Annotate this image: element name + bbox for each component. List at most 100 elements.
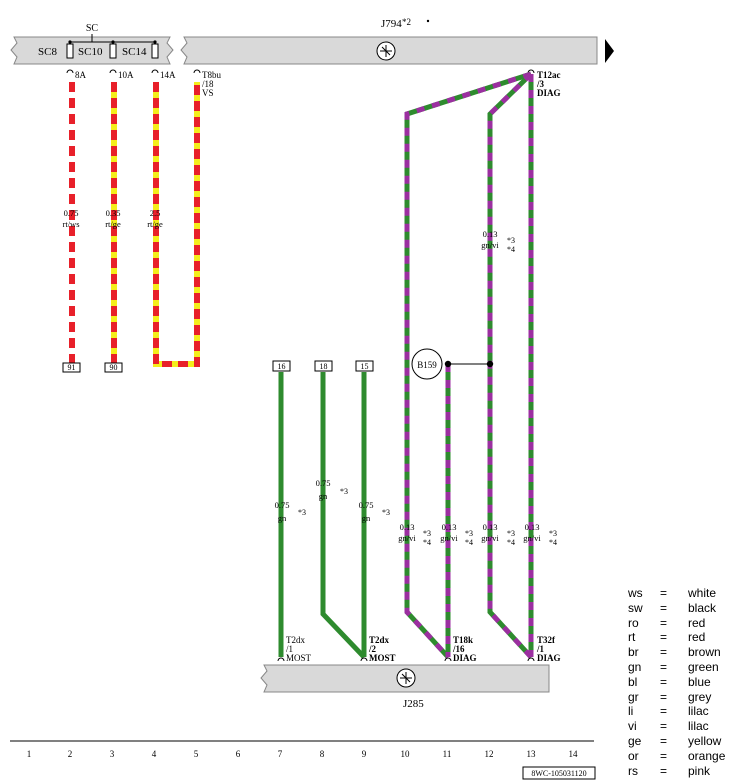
svg-text:7: 7: [278, 749, 283, 759]
legend-code: li: [628, 704, 634, 719]
legend-color: lilac: [688, 704, 709, 719]
fuse-group-label: SC: [86, 23, 99, 34]
svg-text:gn/vi: gn/vi: [398, 533, 416, 543]
svg-text:14: 14: [569, 749, 579, 759]
svg-text:18: 18: [320, 362, 328, 371]
svg-text:MOST: MOST: [369, 653, 396, 663]
svg-text:*3: *3: [423, 529, 431, 538]
pin-signal-t8bu: VS: [202, 88, 214, 98]
svg-text:15: 15: [361, 362, 369, 371]
svg-text:gn/vi: gn/vi: [481, 240, 499, 250]
reference-boxes: 91 90 16 18 15: [62, 360, 374, 373]
svg-text:5: 5: [194, 749, 199, 759]
pin-label-10a: 10A: [118, 70, 134, 80]
fuse-sc10-label: SC10: [78, 46, 103, 58]
svg-text:*3: *3: [507, 236, 515, 245]
svg-text:*3: *3: [549, 529, 557, 538]
doc-id-box: [522, 766, 596, 780]
svg-text:0.13: 0.13: [483, 229, 498, 239]
svg-text:0.13: 0.13: [442, 522, 457, 532]
top-pin-connectors: [66, 69, 535, 74]
control-unit-top-note: *2: [402, 17, 411, 27]
svg-text:4: 4: [152, 749, 157, 759]
doc-id: 8WC-105031120: [531, 769, 586, 778]
legend-code: sw: [628, 600, 643, 615]
svg-text:/2: /2: [368, 644, 377, 654]
svg-text:T32f: T32f: [537, 635, 556, 645]
bottom-pin-connectors: [277, 657, 535, 662]
svg-text:0.75: 0.75: [64, 208, 79, 218]
legend-row: gn=green: [628, 659, 719, 674]
legend-code: bl: [628, 674, 638, 689]
svg-text:gn/vi: gn/vi: [523, 533, 541, 543]
legend-row: br=brown: [628, 645, 721, 660]
legend-row: ro=red: [628, 615, 706, 630]
legend-code: ro: [628, 615, 639, 630]
wire-notes: *3*4 *3 *3 *3 *3*4 *3*4 *3*4 *3*4: [298, 236, 557, 547]
svg-text:0.35: 0.35: [106, 208, 121, 218]
legend-code: br: [628, 645, 639, 660]
splice-label: B159: [417, 360, 437, 370]
legend-color: red: [688, 630, 706, 645]
svg-text:/1: /1: [286, 644, 293, 654]
legend-row: li=lilac: [628, 704, 709, 719]
svg-text:/16: /16: [452, 644, 465, 654]
legend-code: rs: [628, 763, 638, 778]
svg-text:/1: /1: [536, 644, 545, 654]
svg-text:gn/vi: gn/vi: [440, 533, 458, 543]
legend-color: orange: [688, 748, 726, 763]
svg-text:0.13: 0.13: [400, 522, 415, 532]
svg-text:rt/ge: rt/ge: [105, 219, 121, 229]
legend-color: brown: [688, 645, 721, 660]
svg-text:*4: *4: [423, 538, 431, 547]
pin-number-t12ac: /3: [536, 79, 545, 89]
svg-text:*4: *4: [507, 245, 515, 254]
top-pin-labels: 8A 10A 14A T8bu /18 VS T12ac /3 DIAG: [75, 70, 561, 98]
svg-text:8: 8: [320, 749, 325, 759]
svg-text:0.13: 0.13: [483, 522, 498, 532]
svg-text:2.5: 2.5: [150, 208, 161, 218]
svg-text:T2dx: T2dx: [286, 635, 305, 645]
svg-text:rt/ge: rt/ge: [147, 219, 163, 229]
svg-text:0.75: 0.75: [275, 500, 290, 510]
svg-text:MOST: MOST: [286, 653, 312, 663]
svg-text:*3: *3: [298, 508, 306, 517]
svg-text:16: 16: [278, 362, 286, 371]
legend-row: ge=yellow: [628, 733, 722, 748]
legend-code: ws: [628, 586, 643, 600]
legend-row: or=orange: [628, 748, 726, 763]
svg-text:gn: gn: [278, 513, 287, 523]
svg-text:3: 3: [110, 749, 115, 759]
svg-text:*3: *3: [465, 529, 473, 538]
svg-text:9: 9: [362, 749, 367, 759]
control-unit-bottom-label: J285: [403, 698, 424, 710]
legend-color: green: [688, 659, 719, 674]
svg-text:13: 13: [527, 749, 537, 759]
pin-signal-t12ac: DIAG: [537, 88, 561, 98]
continuation-arrow-icon: [605, 39, 614, 63]
pin-label-14a: 14A: [160, 70, 176, 80]
pin-label-t12ac: T12ac: [537, 70, 561, 80]
svg-text:0.75: 0.75: [316, 478, 331, 488]
fuse-bar: [10, 36, 174, 65]
svg-text:6: 6: [236, 749, 241, 759]
svg-text:*4: *4: [465, 538, 473, 547]
svg-text:T18k: T18k: [453, 635, 473, 645]
legend-color: grey: [688, 689, 712, 704]
legend-row: ws=white: [628, 586, 717, 600]
svg-text:2: 2: [68, 749, 73, 759]
svg-text:DIAG: DIAG: [537, 653, 561, 663]
splice-junction: [444, 360, 452, 368]
svg-text:*3: *3: [340, 487, 348, 496]
pin-number-t8bu: /18: [202, 79, 214, 89]
legend-color: yellow: [688, 733, 722, 748]
legend-color: pink: [688, 763, 711, 778]
legend-color: red: [688, 615, 706, 630]
color-legend: ws=white sw=black ro=red rt=red br=brown…: [628, 586, 725, 778]
legend-row: bl=blue: [628, 674, 711, 689]
fuse-sc14-label: SC14: [122, 46, 147, 58]
